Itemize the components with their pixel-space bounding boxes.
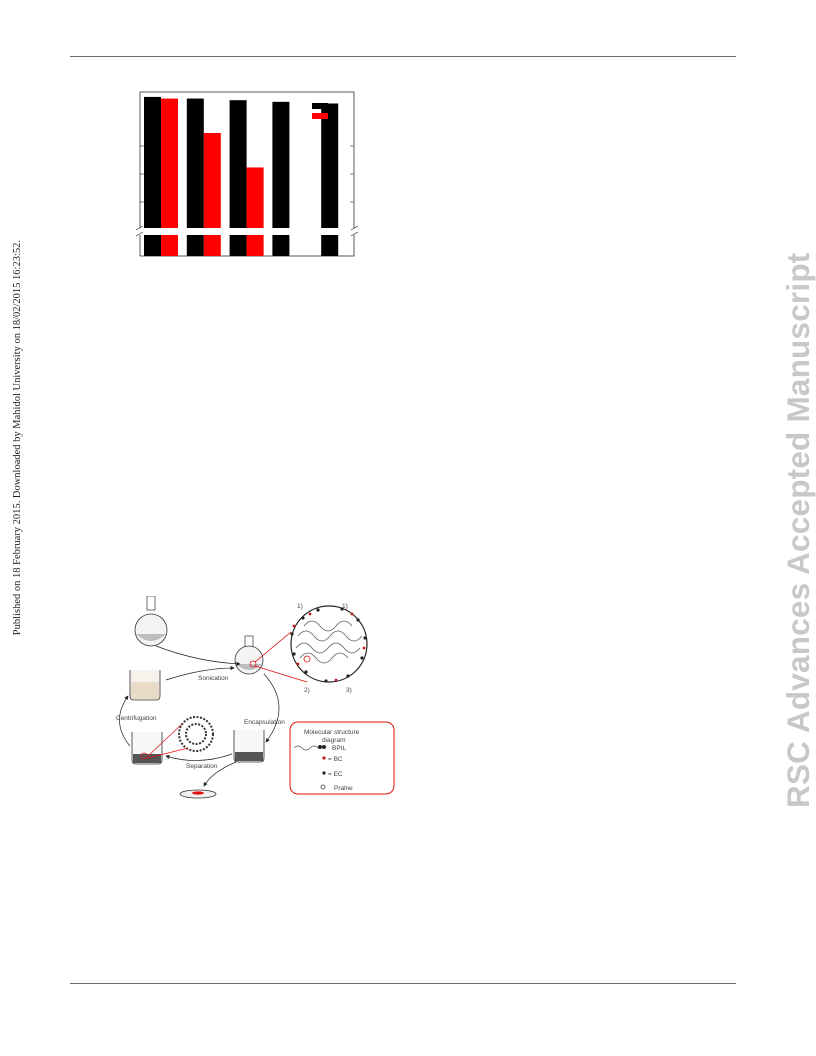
bar-s1-g3 [229,100,247,256]
bar-marks [144,96,339,256]
chart-legend [312,103,328,119]
scheme-tick-d: 3) [346,687,352,694]
arrow-reactor-to-beaker [263,673,280,743]
beaker-upper-icon [129,670,161,701]
structure-legend-box: Molecular structure diagram BPIL = BC = … [289,721,395,795]
arrow-to-dish [203,761,237,787]
y-ticks [140,145,354,203]
step-label-encapsulation: Encapsulation [244,719,285,726]
header-rule [70,56,736,57]
legend-title-line-2: diagram [322,737,345,744]
micelle-zoom-circle [290,605,368,683]
bar-s1-g2 [186,98,204,256]
petri-dish-icon [179,789,217,799]
bar-s1-g1 [144,96,161,256]
step-label-separation: Separation [186,763,218,770]
side-notice-text: Published on 18 February 2015. Downloade… [12,240,23,636]
arrow-lower-to-upper [119,695,131,747]
footer-rule [70,983,736,984]
legend-bpil: BPIL [332,745,346,752]
legend-bc: = BC [328,756,343,763]
capsule-zoom-line-2 [147,747,189,759]
arrow-beaker-to-beaker [165,753,233,761]
bar-s1-g5 [321,103,339,256]
step-label-centrifugation: Centrifugation [116,715,157,722]
scheme-tick-a: 1) [297,603,303,610]
bar-chart [134,91,364,257]
legend-swatch-series-b [312,113,328,119]
axis-break [134,225,364,237]
legend-title-line-1: Molecular structure [304,729,360,736]
watermark-text: RSC Advances Accepted Manuscript [780,252,816,808]
legend-ps: Pralne [334,785,353,792]
legend-swatch-series-a [312,103,328,109]
zoom-line-lower [254,665,308,683]
round-flask-icon [134,596,168,647]
zoom-line-upper [254,631,292,663]
scheme-tick-c: 2) [304,687,310,694]
arrow-flask-to-reactor [155,645,241,666]
bar-s1-g4 [272,101,290,256]
encapsulation-scheme: 1) 1) 2) 3) Sonication Centrifugation En… [116,596,395,799]
capsule-zoom-line-1 [147,723,183,757]
capsule-cluster-icon [178,716,214,752]
bar-s2-g1 [161,98,178,256]
bar-s2-g3 [246,167,264,256]
reaction-flask-icon [234,635,264,675]
scheme-tick-b: 1) [342,603,348,610]
arrow-beaker-to-reactor [165,665,235,681]
bar-s2-g2 [203,133,221,256]
step-label-sonication: Sonication [198,675,229,682]
beaker-lower-icon [131,732,163,765]
legend-ec: = EC [328,771,343,778]
beaker-right-icon [233,730,265,763]
